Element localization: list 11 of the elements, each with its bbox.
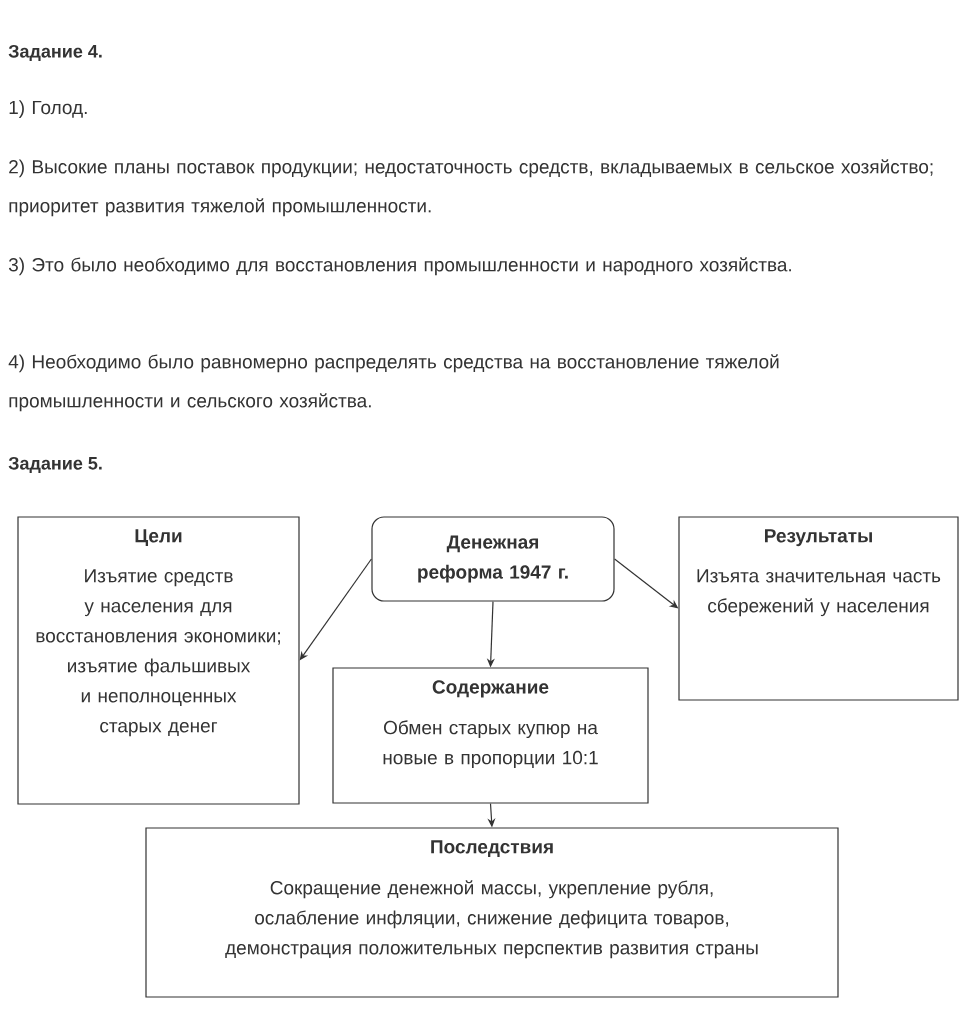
text-box: Результаты Изъята значительная часть сбережений у населения <box>678 516 959 701</box>
heading: Задание 4. <box>8 44 102 62</box>
text-box: Последствия Сокращение денежной массы, укрепление рубля, ослабление инфляции, снижение дефицита товаров, демонстрация положительных перспектив развития страны <box>145 827 839 998</box>
paragraph: 4) Необходимо было равномерно распределять средства на восстановление тяжелой промышленности и сельского хозяйства. <box>8 354 779 412</box>
paragraph: 3) Это было необходимо для восстановления промышленности и народного хозяйства. <box>8 257 791 276</box>
heading: Задание 5. <box>8 456 102 474</box>
paragraph: 2) Высокие планы поставок продукции; недостаточность средств, вкладываемых в сельское хозяйство; приоритет развития тяжелой промышленности. <box>9 159 933 217</box>
rounded-box: Денежная реформа 1947 г. <box>371 516 615 602</box>
paragraph: 1) Голод. <box>9 100 87 118</box>
text-box: Содержание Обмен старых купюр на новые в пропорции 10:1 <box>332 667 649 804</box>
text-box: Цели Изъятие средств у населения для восстановления экономики; изъятие фальшивых и неполноценных старых денег <box>17 516 300 805</box>
